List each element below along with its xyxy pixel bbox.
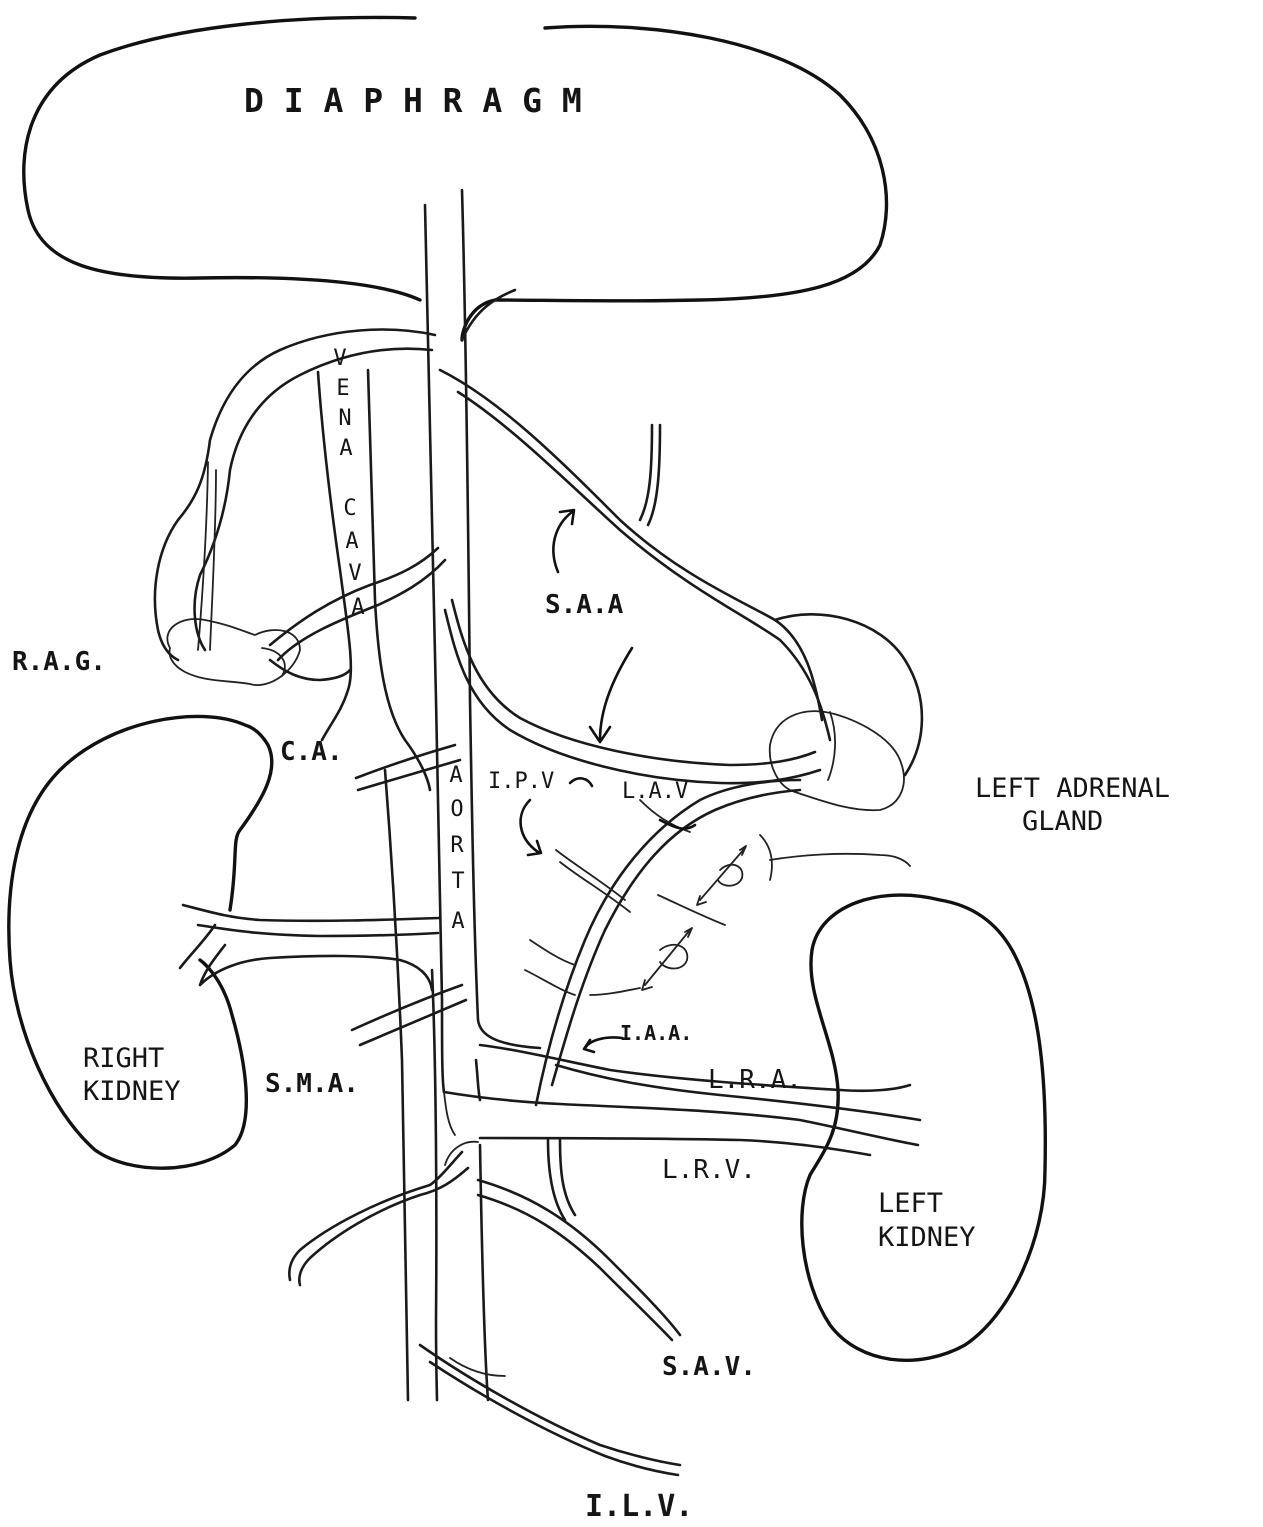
left-adrenal-gland-label-line1: LEFT ADRENAL: [975, 773, 1170, 804]
aorta-letter: A: [451, 909, 464, 934]
saa-upper-arrow: [553, 510, 574, 572]
ipv-vessel-outer: [445, 610, 820, 783]
right-adrenal-gland: [167, 619, 300, 685]
ca-vessel: [356, 745, 460, 790]
aorta-letter: O: [450, 797, 463, 822]
left-kidney-label-line1: LEFT: [878, 1188, 943, 1219]
ilv-label: I.L.V.: [585, 1489, 693, 1524]
lrv-left-end: [444, 1092, 455, 1135]
right-kidney-label-line2: KIDNEY: [83, 1076, 181, 1107]
lav-vessel-outer: [536, 780, 800, 1105]
vena-cava-letter: N: [338, 406, 351, 431]
left-adrenal-gland-label-line2: GLAND: [1022, 806, 1103, 837]
lra-label: L.R.A.: [708, 1065, 802, 1095]
left-diagonal-vessel-outer: [440, 370, 822, 720]
vena-cava-letter: E: [336, 376, 349, 401]
ipv-vessel-inner: [452, 600, 815, 765]
aorta-letter: R: [450, 833, 464, 858]
ipv-branch-1: [556, 850, 630, 912]
vena-cava-letter: A: [345, 529, 358, 554]
vena-cava-label: V E N A C A V A: [333, 346, 364, 620]
rag-lower-vessel: [270, 660, 350, 680]
ca-label: C.A.: [280, 737, 343, 767]
sav-label: S.A.V.: [662, 1352, 756, 1382]
vena-cava-letter: A: [339, 436, 352, 461]
saa-lower-arrow: [590, 648, 632, 742]
sma-label: S.M.A.: [265, 1069, 359, 1099]
rag-label: R.A.G.: [12, 647, 106, 677]
ivc-right-wall: [432, 970, 437, 1400]
aorta-left-wall: [425, 205, 444, 1092]
double-arrow-lower: [642, 928, 692, 990]
ipv-to-lav-arrow: [570, 778, 592, 786]
sma-vessel: [352, 985, 466, 1045]
left-vertical-branch: [640, 425, 660, 525]
aorta-letter: T: [451, 869, 464, 894]
ipv-branch-3: [590, 895, 725, 995]
vena-cava-letter: V: [348, 561, 361, 586]
lav-label: L.A.V: [622, 779, 688, 804]
lrv-vessel-lower: [480, 1138, 870, 1155]
ilv-short-branch: [450, 1358, 505, 1376]
sav-vessel-inner: [478, 1195, 672, 1340]
right-renal-vessel-lower: [198, 925, 438, 936]
vena-cava-letter: A: [351, 595, 364, 620]
left-lower-vessel-inner: [299, 1168, 468, 1285]
right-kidney-label-line1: RIGHT: [83, 1043, 164, 1074]
vena-cava-letter: C: [343, 496, 356, 521]
iaa-label: I.A.A.: [620, 1021, 692, 1045]
saa-label: S.A.A: [545, 590, 624, 620]
ivc-left-wall: [385, 770, 408, 1400]
lower-trunk-wall: [476, 1060, 488, 1400]
vena-cava-letter: V: [333, 346, 346, 371]
double-arrow-upper: [697, 846, 746, 905]
sav-vertical: [548, 1140, 575, 1220]
right-renal-vessel-upper: [183, 905, 440, 921]
ipv-arrow: [521, 800, 541, 855]
left-adrenal-loop: [775, 614, 922, 775]
iaa-arrow: [584, 1037, 622, 1052]
left-kidney-label-line2: KIDNEY: [878, 1222, 976, 1253]
sav-vessel-outer: [478, 1180, 680, 1335]
left-diagonal-vessel-inner: [458, 392, 830, 740]
diaphragm-outline: [24, 17, 887, 340]
diaphragm-label: D I A P H R A G M: [244, 81, 582, 120]
aorta-label: A O R T A: [449, 763, 464, 934]
ipv-label: I.P.V: [488, 769, 554, 794]
lrv-label: L.R.V.: [662, 1155, 756, 1185]
aorta-letter: A: [449, 763, 462, 788]
